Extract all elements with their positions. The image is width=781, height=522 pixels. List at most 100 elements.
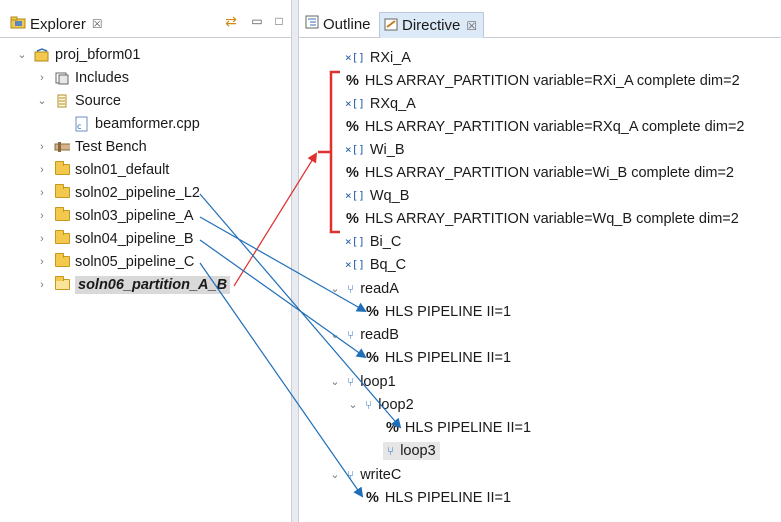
loop-icon: ⑂ — [347, 374, 355, 389]
directive-pragma[interactable]: % HLS PIPELINE II=1 — [386, 416, 531, 439]
tree-item-solution[interactable]: › soln02_pipeline_L2 — [36, 181, 200, 204]
tab-outline[interactable]: Outline — [305, 12, 371, 36]
tab-directive-label: Directive — [402, 17, 461, 34]
folder-icon — [54, 230, 70, 247]
directive-panel: Outline Directive ☒ ×[] RXi_A % HLS ARRA… — [299, 0, 781, 522]
directive-label: RXi_A — [369, 49, 411, 66]
directive-pragma[interactable]: % HLS ARRAY_PARTITION variable=RXq_A com… — [346, 115, 745, 138]
directive-loop[interactable]: ⌄ ⑂ writeC — [329, 463, 401, 486]
pragma-icon: % — [346, 118, 359, 135]
directive-tree: ×[] RXi_A % HLS ARRAY_PARTITION variable… — [299, 38, 781, 522]
tree-item-project[interactable]: ⌄ proj_bform01 — [16, 43, 140, 66]
directive-label: loop3 — [400, 442, 436, 459]
chevron-right-icon[interactable]: › — [40, 140, 44, 153]
tree-item-label: soln01_default — [75, 161, 170, 178]
variable-icon: ×[] — [345, 51, 365, 64]
folder-icon — [54, 184, 70, 201]
directive-variable[interactable]: ×[] RXq_A — [345, 92, 416, 115]
tree-item-solution[interactable]: › soln04_pipeline_B — [36, 227, 194, 250]
directive-label: loop1 — [360, 373, 396, 390]
directive-loop[interactable]: ⌄ ⑂ loop1 — [329, 370, 396, 393]
tree-item-label: Source — [75, 92, 121, 109]
directive-loop[interactable]: ⌄ ⑂ readA — [329, 277, 399, 300]
explorer-icon — [10, 15, 26, 33]
test-bench-icon — [54, 139, 70, 155]
chevron-down-icon[interactable]: ⌄ — [330, 329, 340, 341]
chevron-right-icon[interactable]: › — [40, 186, 44, 199]
maximize-icon[interactable]: □ — [275, 14, 283, 28]
close-icon[interactable]: ☒ — [466, 18, 478, 33]
directive-pragma[interactable]: % HLS PIPELINE II=1 — [366, 300, 511, 323]
loop-icon: ⑂ — [347, 327, 355, 342]
directive-label: writeC — [360, 466, 402, 483]
chevron-right-icon[interactable]: › — [40, 278, 44, 291]
directive-label: HLS PIPELINE II=1 — [404, 419, 532, 436]
pragma-icon: % — [346, 164, 359, 181]
chevron-down-icon[interactable]: ⌄ — [17, 49, 27, 61]
chevron-down-icon[interactable]: ⌄ — [348, 399, 358, 411]
tree-item-solution[interactable]: › soln01_default — [36, 158, 169, 181]
tree-item-solution[interactable]: › soln03_pipeline_A — [36, 204, 194, 227]
minimize-icon[interactable]: ▭ — [251, 14, 263, 28]
directive-variable[interactable]: ×[] Bq_C — [345, 253, 406, 276]
directive-label: HLS ARRAY_PARTITION variable=RXq_A compl… — [364, 118, 745, 135]
loop-icon: ⑂ — [387, 443, 395, 458]
directive-variable[interactable]: ×[] Wq_B — [345, 184, 409, 207]
source-folder-icon — [54, 93, 70, 109]
pragma-icon: % — [346, 210, 359, 227]
tree-item-test-bench[interactable]: › Test Bench — [36, 135, 147, 158]
directive-pragma[interactable]: % HLS ARRAY_PARTITION variable=Wi_B comp… — [346, 161, 734, 184]
close-icon[interactable]: ☒ — [91, 17, 103, 31]
directive-pragma[interactable]: % HLS PIPELINE II=1 — [366, 486, 511, 509]
chevron-down-icon[interactable]: ⌄ — [37, 95, 47, 107]
directive-loop[interactable]: ⌄ ⑂ readB — [329, 323, 399, 346]
svg-text:c: c — [77, 122, 81, 131]
directive-loop-selected[interactable]: ⑂ loop3 — [383, 439, 440, 462]
directive-variable[interactable]: ×[] Wi_B — [345, 138, 405, 161]
tab-explorer-label: Explorer — [30, 15, 86, 33]
outline-icon — [305, 15, 319, 33]
directive-label: RXq_A — [369, 95, 416, 112]
pragma-icon: % — [346, 72, 359, 89]
tree-item-solution-selected[interactable]: › soln06_partition_A_B — [36, 273, 231, 296]
directive-label: Wi_B — [369, 141, 405, 158]
tree-item-solution[interactable]: › soln05_pipeline_C — [36, 250, 194, 273]
directive-label: HLS ARRAY_PARTITION variable=Wq_B comple… — [364, 210, 739, 227]
tree-item-label: soln06_partition_A_B — [75, 275, 231, 294]
open-folder-icon — [54, 276, 70, 293]
chevron-right-icon[interactable]: › — [40, 163, 44, 176]
directive-pragma[interactable]: % HLS ARRAY_PARTITION variable=Wq_B comp… — [346, 207, 739, 230]
tree-item-label: beamformer.cpp — [95, 115, 200, 132]
tree-item-label: soln04_pipeline_B — [75, 230, 194, 247]
chevron-down-icon[interactable]: ⌄ — [330, 376, 340, 388]
directive-variable[interactable]: ×[] RXi_A — [345, 46, 411, 69]
tree-item-source[interactable]: ⌄ Source — [36, 89, 121, 112]
tree-item-includes[interactable]: › Includes — [36, 66, 129, 89]
tab-explorer[interactable]: Explorer ☒ — [10, 12, 103, 36]
chevron-right-icon[interactable]: › — [40, 71, 44, 84]
pane-divider[interactable] — [291, 0, 299, 522]
directive-label: HLS PIPELINE II=1 — [384, 349, 512, 366]
directive-pragma[interactable]: % HLS ARRAY_PARTITION variable=RXi_A com… — [346, 69, 740, 92]
chevron-down-icon[interactable]: ⌄ — [330, 283, 340, 295]
directive-label: HLS ARRAY_PARTITION variable=Wi_B comple… — [364, 164, 734, 181]
variable-icon: ×[] — [345, 235, 365, 248]
directive-pragma[interactable]: % HLS PIPELINE II=1 — [366, 346, 511, 369]
directive-loop[interactable]: ⌄ ⑂ loop2 — [347, 393, 413, 416]
tab-directive[interactable]: Directive ☒ — [379, 12, 485, 38]
chevron-right-icon[interactable]: › — [40, 232, 44, 245]
tree-item-label: proj_bform01 — [55, 46, 141, 63]
cpp-file-icon: c — [74, 116, 90, 132]
tree-item-source-file[interactable]: c beamformer.cpp — [74, 112, 200, 135]
variable-icon: ×[] — [345, 189, 365, 202]
sync-icon[interactable]: ⇄ — [225, 13, 237, 29]
directive-icon — [384, 17, 398, 35]
chevron-down-icon[interactable]: ⌄ — [330, 469, 340, 481]
includes-icon — [54, 70, 70, 86]
directive-variable[interactable]: ×[] Bi_C — [345, 230, 401, 253]
variable-icon: ×[] — [345, 258, 365, 271]
chevron-right-icon[interactable]: › — [40, 209, 44, 222]
explorer-panel: Explorer ☒ ⇄ ▭ □ ⌄ proj_bform01 › Includ… — [0, 0, 291, 522]
chevron-right-icon[interactable]: › — [40, 255, 44, 268]
tree-item-label: Test Bench — [75, 138, 147, 155]
